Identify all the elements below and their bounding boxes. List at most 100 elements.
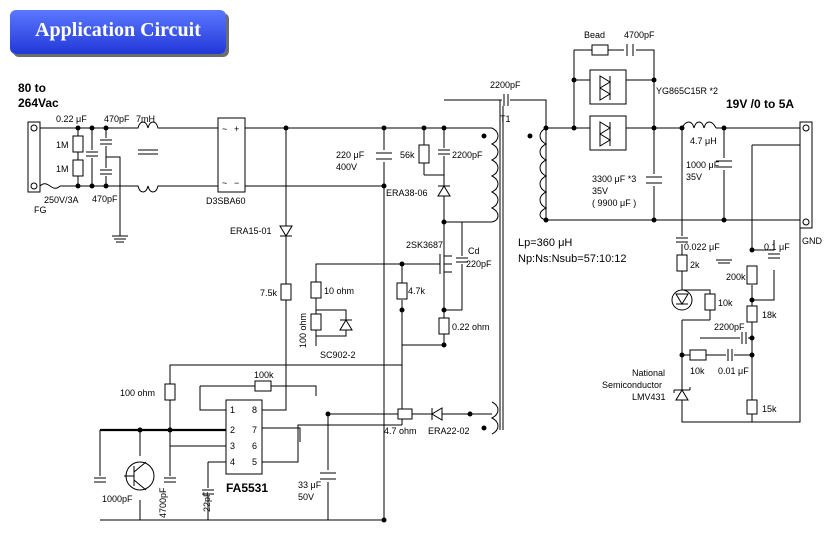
c-out-label: 3300 μF *3 (592, 174, 636, 184)
r-2k-label: 2k (690, 260, 700, 270)
c-22p-label: 22pF (202, 491, 212, 512)
c-4700p-out-label: 4700pF (624, 30, 655, 40)
c-y-prim-label: 2200pF (490, 80, 521, 90)
r-7-5k-label: 7.5k (260, 288, 278, 298)
labels: 80 to 264Vac FG 250V/3A 0.22 μF 470pF 47… (18, 30, 823, 518)
ic-pin-6: 6 (252, 441, 257, 451)
c-1000p-label: 1000pF (102, 494, 133, 504)
output-voltage-label: 19V /0 to 5A (726, 97, 794, 111)
c-bulk-label: 220 μF (336, 150, 365, 160)
c-x1-label: 0.22 μF (56, 114, 87, 124)
cd-value-label: 220pF (466, 259, 492, 269)
primary-y-capacitor (502, 94, 510, 106)
capacitor-0-022uf (676, 236, 688, 244)
svg-text:−: − (234, 178, 239, 188)
snubber-capacitor (438, 148, 450, 156)
resistor-2k (676, 254, 688, 272)
x-capacitor (86, 150, 98, 158)
cd-label: Cd (468, 246, 480, 256)
ic-fa5531 (225, 399, 263, 475)
resistor-7-5k (280, 283, 292, 301)
resistor-15k (746, 399, 758, 415)
transformer-t1 (481, 127, 548, 435)
page-title: Application Circuit (35, 19, 201, 41)
title-banner: Application Circuit (10, 10, 226, 54)
resistor-100ohm (164, 383, 176, 401)
capacitor-4700pf-out (624, 44, 636, 56)
ferrite-bead (591, 44, 609, 56)
capacitor-1000uf (716, 158, 732, 170)
r-10k-a-label: 10k (718, 298, 733, 308)
ratio-label: Np:Ns:Nsub=57:10:12 (518, 253, 627, 265)
r-1m-a-label: 1M (56, 140, 69, 150)
resistor-56k (418, 144, 430, 164)
l-out-label: 4.7 μH (690, 136, 717, 146)
transformer-label: T1 (500, 114, 511, 124)
output-capacitor (646, 174, 662, 186)
d-era15-label: ERA15-01 (230, 226, 272, 236)
diode-era22 (431, 407, 443, 421)
resistor-10k-a (704, 293, 716, 311)
c-2200p-fb-label: 2200pF (714, 322, 745, 332)
mosfet-label: 2SK3687 (406, 240, 443, 250)
d-era22-label: ERA22-02 (428, 426, 470, 436)
fuse-label: 250V/3A (44, 195, 79, 205)
ref-line2: Semiconductor (602, 380, 662, 390)
c-1000u-label: 1000 μF (686, 160, 720, 170)
resistor-1m-a (72, 135, 84, 153)
c-33u-v-label: 50V (298, 492, 314, 502)
r-56k-label: 56k (400, 150, 415, 160)
c-snub-label: 2200pF (452, 150, 483, 160)
ref-line3: LMV431 (632, 392, 666, 402)
c-bulk-v-label: 400V (336, 162, 357, 172)
common-mode-choke (130, 121, 166, 193)
d-snub-label: ERA38-06 (386, 188, 428, 198)
input-range-line1: 80 to (18, 81, 46, 95)
c-022u-label: 0.022 μF (684, 242, 720, 252)
d-out-label: YG865C15R *2 (656, 86, 718, 96)
input-terminal (27, 121, 41, 193)
bead-label: Bead (584, 30, 605, 40)
resistor-4-7k (396, 282, 408, 300)
r-0-22-label: 0.22 ohm (452, 322, 490, 332)
svg-text:~: ~ (222, 124, 227, 134)
c-y-bot-label: 470pF (92, 194, 118, 204)
resistor-100ohm-vertical (310, 313, 322, 331)
c-01u-label: 0.1 μF (764, 242, 790, 252)
capacitors-ic (94, 476, 214, 496)
svg-text:+: + (234, 124, 239, 134)
ic-pin-3: 3 (230, 441, 235, 451)
c-out-v-label: 35V (592, 186, 608, 196)
resistor-10k-b (689, 349, 707, 361)
r-100k-label: 100k (254, 370, 274, 380)
lp-label: Lp=360 μH (518, 237, 572, 249)
c-out-total-label: ( 9900 μF ) (592, 198, 636, 208)
bridge-label: D3SBA60 (206, 196, 246, 206)
capacitor-0-1uf (768, 252, 780, 260)
diode-sc902 (339, 319, 353, 331)
resistor-4-7ohm (397, 408, 413, 420)
c-33u-label: 33 μF (298, 480, 322, 490)
r-1m-b-label: 1M (56, 164, 69, 174)
output-diodes (589, 69, 627, 151)
c-001u-label: 0.01 μF (718, 366, 749, 376)
r-100ohm-label: 100 ohm (120, 388, 155, 398)
c-4700p-label: 4700pF (158, 487, 168, 518)
ic-pin-5: 5 (252, 457, 257, 467)
output-inductor (681, 121, 717, 129)
resistor-200k (746, 265, 758, 285)
resistor-10ohm (310, 281, 322, 299)
resistor-18k (746, 305, 758, 323)
bulk-capacitor (376, 150, 392, 162)
ic-pin-8: 8 (252, 405, 257, 415)
snubber-diode (437, 185, 451, 197)
r-10ohm-label: 10 ohm (324, 286, 354, 296)
ic-pin-1: 1 (230, 405, 235, 415)
svg-text:~: ~ (222, 178, 227, 188)
choke-label: 7mH (136, 114, 155, 124)
gnd-label: GND (802, 236, 823, 246)
c-y-top-label: 470pF (104, 114, 130, 124)
resistor-0-22ohm (438, 317, 450, 335)
ic-pin-labels: 1 2 3 4 5 6 7 8 (230, 405, 257, 467)
